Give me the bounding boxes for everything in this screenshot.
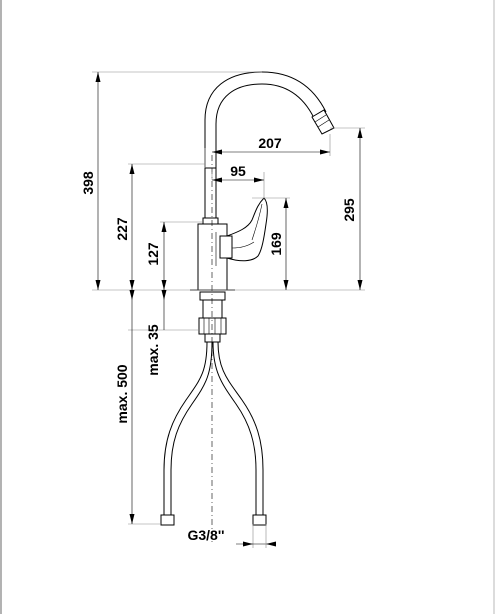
extension-lines	[92, 71, 365, 548]
dim-thread: G3/8''	[187, 527, 224, 543]
dim-to-lever-top: 227	[114, 217, 130, 241]
dim-outlet-height: 295	[341, 198, 357, 222]
mounting-shank	[199, 291, 226, 301]
spout-neck	[204, 71, 327, 168]
hose-left	[163, 341, 208, 515]
fixing-nut	[198, 317, 227, 335]
spout-neck-inner	[215, 83, 315, 168]
dim-max-500: max. 500	[114, 364, 130, 423]
column-collar	[202, 217, 219, 225]
dim-lever-reach: 95	[230, 163, 246, 179]
dim-lever-height: 169	[268, 232, 284, 256]
hose-fitting-right	[252, 514, 267, 526]
upper-column	[204, 167, 217, 227]
dim-max-35: max. 35	[145, 324, 161, 376]
dim-to-lever-base: 127	[145, 242, 161, 266]
dim-total-height: 398	[80, 171, 96, 195]
hose-fitting-left	[160, 514, 175, 526]
faucet-outline	[160, 71, 335, 545]
hose-right	[212, 341, 257, 515]
dimension-lines	[95, 72, 363, 548]
dim-spout-reach: 207	[258, 135, 282, 151]
lever-handle	[226, 197, 268, 262]
